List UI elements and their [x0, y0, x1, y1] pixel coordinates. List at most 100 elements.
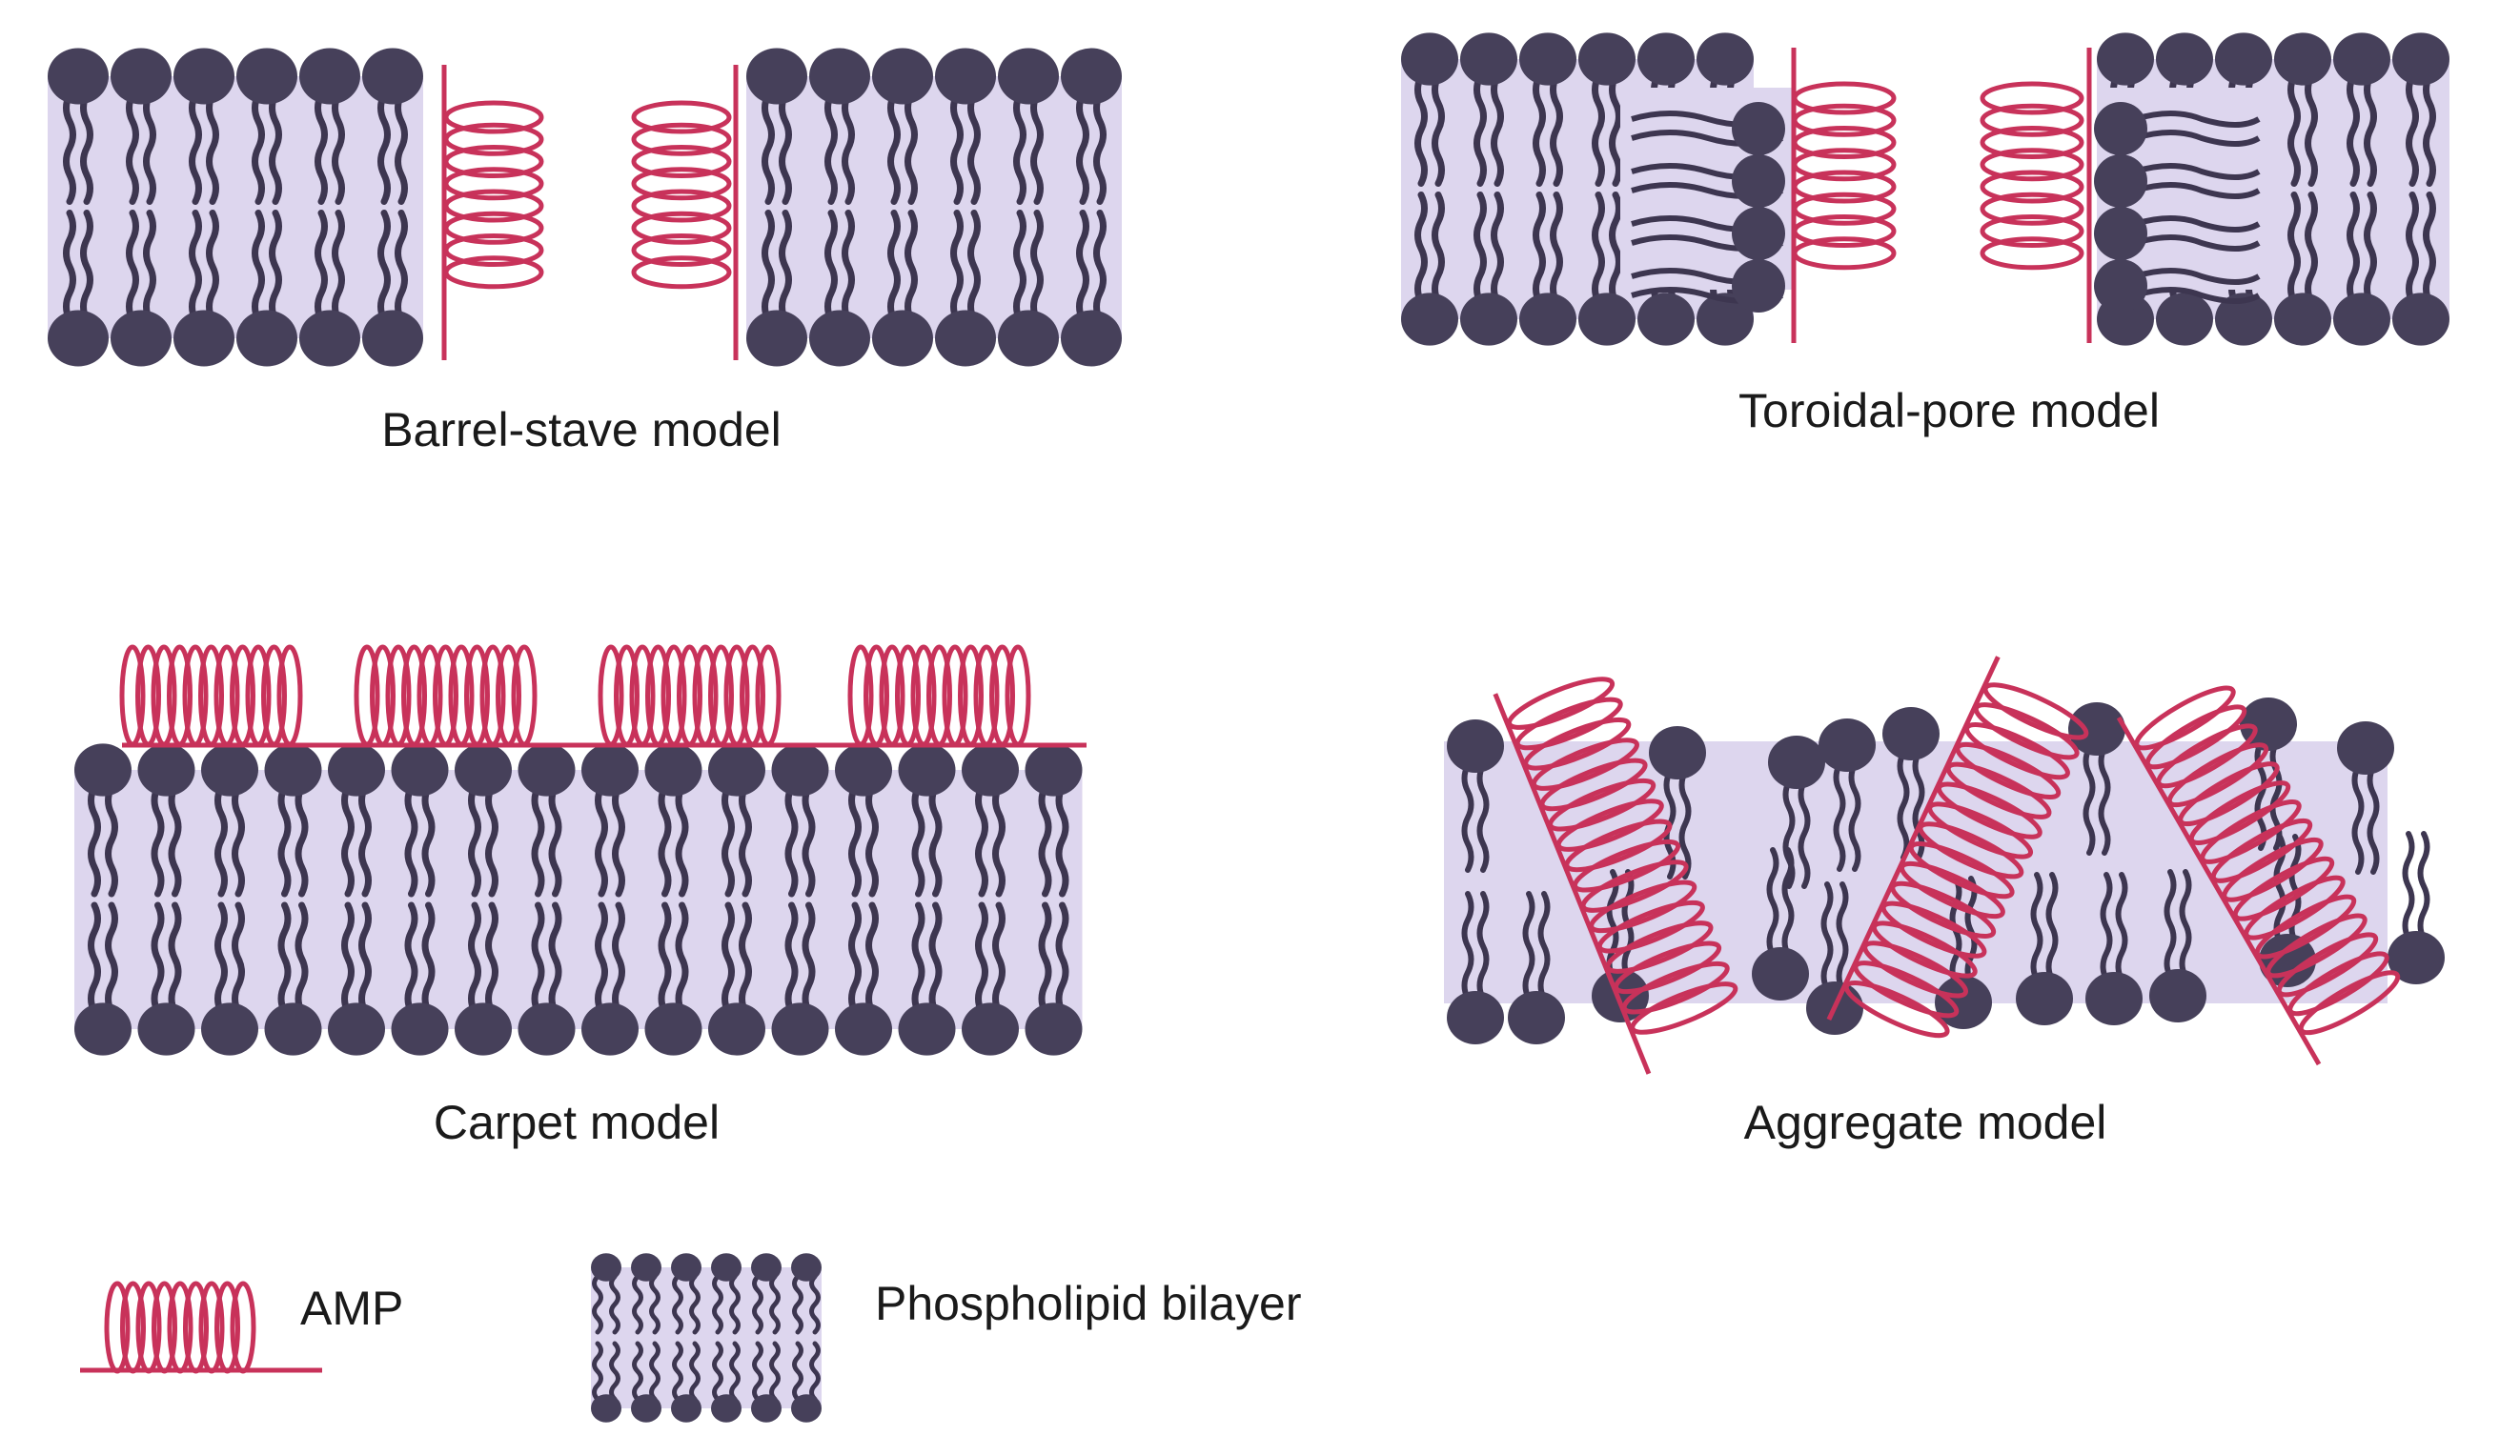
amp-coil-loop	[910, 644, 937, 747]
amp-coil-loop	[1955, 741, 2062, 800]
lipid-tail	[2030, 872, 2043, 982]
lipid-tail	[168, 901, 182, 1016]
lipid-head	[1637, 32, 1695, 86]
lipid-tail	[1076, 91, 1089, 205]
lipid-tail	[63, 91, 76, 205]
lipid-head	[391, 1002, 449, 1056]
lipid-tail	[214, 901, 228, 1016]
lipid-tail	[928, 901, 943, 1016]
lipid-tail	[824, 210, 838, 324]
lipid-tail	[404, 783, 418, 898]
lipid-tail	[2134, 182, 2261, 199]
amp-helix	[598, 644, 782, 747]
lipid-head	[1061, 310, 1122, 367]
lipid-tail	[2134, 111, 2261, 128]
lipid-tail	[1678, 769, 1692, 880]
lipid-head	[328, 1002, 385, 1056]
amp-coil-loop	[2266, 913, 2368, 979]
amp-coil-loop	[370, 644, 396, 747]
amp-coil-loop	[1539, 758, 1648, 812]
amp-coil-loop	[660, 644, 687, 747]
amp-coil-loop	[1980, 192, 2084, 226]
amp-coil-loop	[1973, 702, 2080, 760]
lipid-tail	[904, 91, 918, 205]
amp-coil-loop	[464, 644, 490, 747]
lipid-tail	[632, 1341, 643, 1402]
amp-coil-loop	[1614, 940, 1722, 995]
lipid-tail	[950, 210, 964, 324]
lipid-tail	[1432, 192, 1445, 306]
lipid-head	[1460, 293, 1517, 346]
lipid-head	[2094, 102, 2147, 155]
lipid-head	[581, 743, 639, 797]
lipid-head	[771, 743, 829, 797]
lipid-head	[708, 743, 765, 797]
lipid-tail	[769, 1341, 781, 1402]
lipid-tail	[649, 1274, 660, 1335]
amp-coil-loop	[443, 211, 544, 245]
amp-coil-loop	[692, 644, 719, 747]
lipid-tail	[1093, 210, 1107, 324]
amp-coil-loop	[2188, 780, 2291, 845]
lipid-tail	[592, 1274, 603, 1335]
legend-bilayer-label: Phospholipid bilayer	[875, 1277, 1302, 1330]
lipid-tail	[2347, 72, 2360, 187]
lipid-head	[2094, 259, 2147, 313]
lipid-tail	[269, 91, 282, 205]
lipid-tail	[752, 1274, 763, 1335]
lipid-tail	[721, 901, 735, 1016]
amp-coil-loop	[631, 211, 732, 245]
lipid-tail	[1473, 192, 1487, 306]
lipid-tail	[609, 1274, 620, 1335]
lipid-head	[2068, 702, 2125, 756]
lipid-head	[2337, 721, 2394, 775]
lipid-tail	[151, 901, 165, 1016]
lipid-tail	[769, 1274, 781, 1335]
amp-coil-loop	[1980, 214, 2084, 248]
amp-coil-loop	[230, 644, 255, 747]
lipid-tail	[632, 1274, 643, 1335]
lipid-head	[1697, 293, 1754, 346]
lipid-tail	[842, 210, 855, 324]
lipid-head	[711, 1253, 742, 1282]
lipid-tail	[2305, 72, 2318, 187]
membrane-background	[746, 76, 1122, 338]
lipid-tail	[332, 210, 345, 324]
lipid-head	[2392, 293, 2449, 346]
amp-coil-loop	[443, 189, 544, 223]
lipid-head	[935, 48, 996, 105]
lipid-head	[835, 743, 892, 797]
lipid-head	[201, 743, 258, 797]
lipid-head	[751, 1394, 782, 1423]
lipid-tail	[792, 1274, 803, 1335]
lipid-head	[1732, 207, 1785, 260]
lipid-tail	[1848, 761, 1861, 872]
lipid-head	[264, 743, 322, 797]
carpet-panel	[74, 644, 1087, 1056]
lipid-head	[328, 743, 385, 797]
amp-coil-loop	[120, 1281, 146, 1374]
amp-coil-loop	[1843, 980, 1950, 1039]
amp-helix	[443, 100, 544, 290]
lipid-tail	[1537, 891, 1551, 1001]
lipid-tail	[341, 901, 355, 1016]
lipid-head	[111, 48, 172, 105]
lipid-tail	[762, 210, 775, 324]
lipid-tail	[2098, 745, 2111, 856]
amp-coil-loop	[1862, 940, 1968, 999]
lipid-head	[137, 743, 195, 797]
lipid-tail	[1030, 91, 1044, 205]
lipid-tail	[421, 783, 436, 898]
lipid-tail	[911, 783, 925, 898]
lipid-tail	[1414, 72, 1428, 187]
amp-coil-loop	[1792, 103, 1897, 137]
lipid-tail	[1076, 210, 1089, 324]
lipid-head	[1578, 293, 1636, 346]
lipid-tail	[1432, 72, 1445, 187]
amp-coil-loop	[1514, 697, 1623, 751]
lipid-tail	[950, 91, 964, 205]
amp-coil-loop	[973, 644, 1000, 747]
amp-coil-loop	[230, 1281, 256, 1374]
amp-coil-loop	[2144, 704, 2247, 770]
amp-coil-loop	[1580, 859, 1689, 913]
